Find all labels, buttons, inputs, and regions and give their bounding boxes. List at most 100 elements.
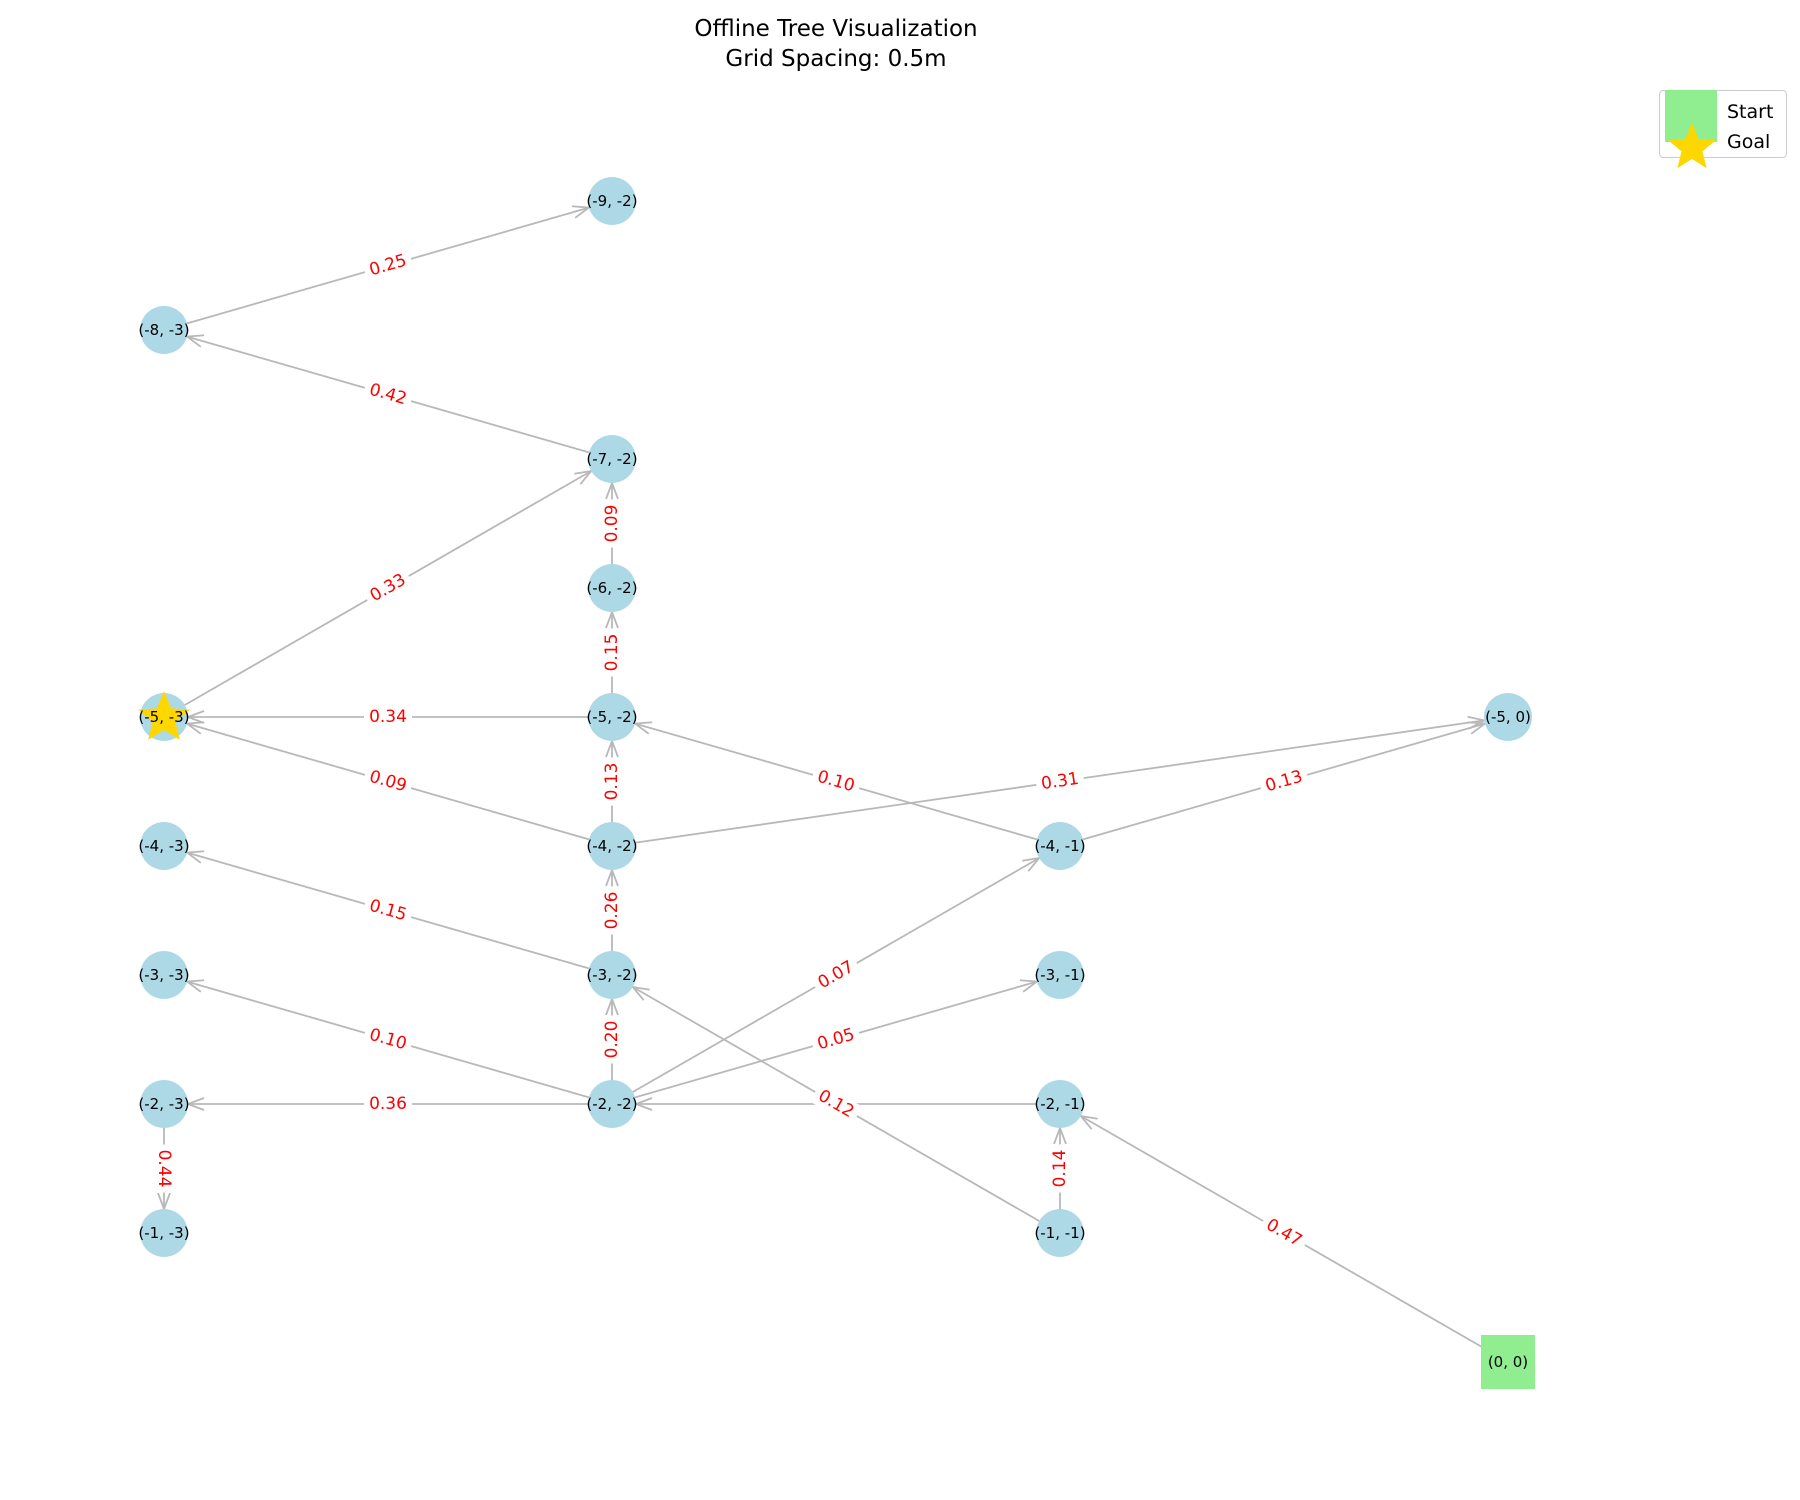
goal-star-icon: [138, 691, 190, 740]
node--3_-1: (-3, -1): [1034, 951, 1086, 999]
node-circle: [588, 951, 636, 999]
edge-label--8_-3-to--9_-2: 0.25: [361, 248, 415, 283]
edge-weight-text: 0.05: [815, 1025, 857, 1055]
node-label: (-2, -1): [1034, 1095, 1085, 1113]
edge-label--3_-2-to--4_-2: 0.26: [601, 886, 623, 935]
node--4_-2: (-4, -2): [586, 822, 638, 870]
node-label: (-3, -3): [138, 966, 189, 984]
edge-label-bg: [364, 1093, 412, 1115]
edge-label--2_-2-to--3_-2: 0.20: [601, 1015, 623, 1064]
edge-weight-text: 0.09: [602, 505, 622, 543]
edge-weight-text: 0.09: [367, 767, 409, 797]
node-label: (-6, -2): [586, 579, 637, 597]
chart-title: Offline Tree Visualization Grid Spacing:…: [0, 14, 1672, 74]
edge-weight-text: 0.13: [1263, 767, 1305, 797]
node-circle: [588, 693, 636, 741]
node--8_-3: (-8, -3): [138, 306, 190, 354]
edge-weight-text: 0.10: [367, 1025, 409, 1055]
edge-label-bg: [361, 566, 415, 610]
edge-weight-text: 0.34: [369, 707, 407, 727]
title-line-1: Offline Tree Visualization: [694, 16, 978, 42]
node--3_-3: (-3, -3): [138, 951, 190, 999]
node-0_0: (0, 0): [1481, 1335, 1535, 1389]
node-circle: [588, 177, 636, 225]
edge-label-bg: [601, 886, 623, 935]
node-label: (-9, -2): [586, 192, 637, 210]
node--5_-3: (-5, -3): [138, 691, 190, 741]
node-label: (-5, -2): [586, 708, 637, 726]
edge-label-bg: [601, 628, 623, 677]
edge-label-bg: [809, 953, 863, 997]
nodes-layer: (-9, -2) (-8, -3) (-7, -2) (-6, -2) (-5, -3)…: [138, 177, 1535, 1389]
edge-label--4_-1-to--5_0: 0.13: [1257, 764, 1311, 799]
node-label: (0, 0): [1488, 1353, 1528, 1371]
edge-weight-text: 0.15: [602, 634, 622, 672]
node--2_-3: (-2, -3): [138, 1080, 190, 1128]
edge-label-bg: [809, 764, 863, 799]
edge-label-bg: [1257, 1211, 1311, 1255]
edge-label-bg: [361, 764, 415, 799]
edge-weight-text: 0.44: [154, 1150, 174, 1188]
edge-label--6_-2-to--7_-2: 0.09: [601, 499, 623, 548]
node-circle: [140, 1080, 188, 1128]
edge-label-bg: [1034, 767, 1086, 796]
edge-label--5_-2-to--6_-2: 0.15: [601, 628, 623, 677]
node--7_-2: (-7, -2): [586, 435, 638, 483]
node-circle: [1036, 1080, 1084, 1128]
edge-label-0_0-to--2_-1: 0.47: [1257, 1211, 1311, 1255]
edge-label--7_-2-to--8_-3: 0.42: [361, 377, 415, 412]
node--6_-2: (-6, -2): [586, 564, 638, 612]
node-circle: [1036, 822, 1084, 870]
node-circle: [588, 822, 636, 870]
edge-weight-text: 0.42: [367, 380, 409, 410]
node-label: (-4, -3): [138, 837, 189, 855]
node-label: (-3, -1): [1034, 966, 1085, 984]
edge-weight-text: 0.13: [602, 763, 622, 801]
node-label: (-8, -3): [138, 321, 189, 339]
node--1_-3: (-1, -3): [138, 1209, 190, 1257]
node-label: (-5, -3): [138, 708, 189, 726]
legend-item-start: Start: [1660, 90, 1786, 142]
node--9_-2: (-9, -2): [586, 177, 638, 225]
edge-label-bg: [361, 377, 415, 412]
node--1_-1: (-1, -1): [1034, 1209, 1086, 1257]
node--5_0: (-5, 0): [1484, 693, 1532, 741]
edge-weight-text: 0.25: [367, 251, 409, 281]
node-label: (-4, -1): [1034, 837, 1085, 855]
node-label: (-1, -1): [1034, 1224, 1085, 1242]
edge-label-bg: [1257, 764, 1311, 799]
edge-weight-text: 0.15: [367, 896, 409, 926]
edge-label-bg: [601, 499, 623, 548]
node-circle: [1484, 693, 1532, 741]
node-label: (-7, -2): [586, 450, 637, 468]
node--4_-3: (-4, -3): [138, 822, 190, 870]
legend-label-goal: Goal: [1727, 131, 1771, 153]
edge-label--2_-2-to--3_-3: 0.10: [361, 1022, 415, 1057]
node-circle: [1036, 951, 1084, 999]
edge-label--4_-2-to--5_0: 0.31: [1034, 767, 1086, 796]
edge-label--2_-3-to--1_-3: 0.44: [153, 1144, 175, 1193]
edge-label--5_-3-to--7_-2: 0.33: [361, 566, 415, 610]
edge-label--3_-2-to--4_-3: 0.15: [361, 893, 415, 928]
legend-item-goal: Goal: [1660, 123, 1786, 169]
node--5_-2: (-5, -2): [586, 693, 638, 741]
node-circle: [140, 306, 188, 354]
node-label: (-3, -2): [586, 966, 637, 984]
edge-weight-text: 0.14: [1050, 1150, 1070, 1188]
edge-label-bg: [601, 1015, 623, 1064]
edge-label-bg: [364, 706, 412, 728]
edge-label--4_-2-to--5_-3: 0.09: [361, 764, 415, 799]
node-circle: [588, 564, 636, 612]
edge-label-bg: [153, 1144, 175, 1193]
node-label: (-2, -3): [138, 1095, 189, 1113]
node-circle: [140, 1209, 188, 1257]
edge-weight-text: 0.10: [815, 767, 857, 797]
edge-label-bg: [1049, 1144, 1071, 1193]
edge-label-bg: [361, 893, 415, 928]
legend: Start Goal: [1659, 90, 1787, 169]
node-label: (-4, -2): [586, 837, 637, 855]
edge-label-bg: [809, 1022, 863, 1057]
node-circle: [140, 951, 188, 999]
edge-weight-text: 0.36: [369, 1094, 407, 1114]
